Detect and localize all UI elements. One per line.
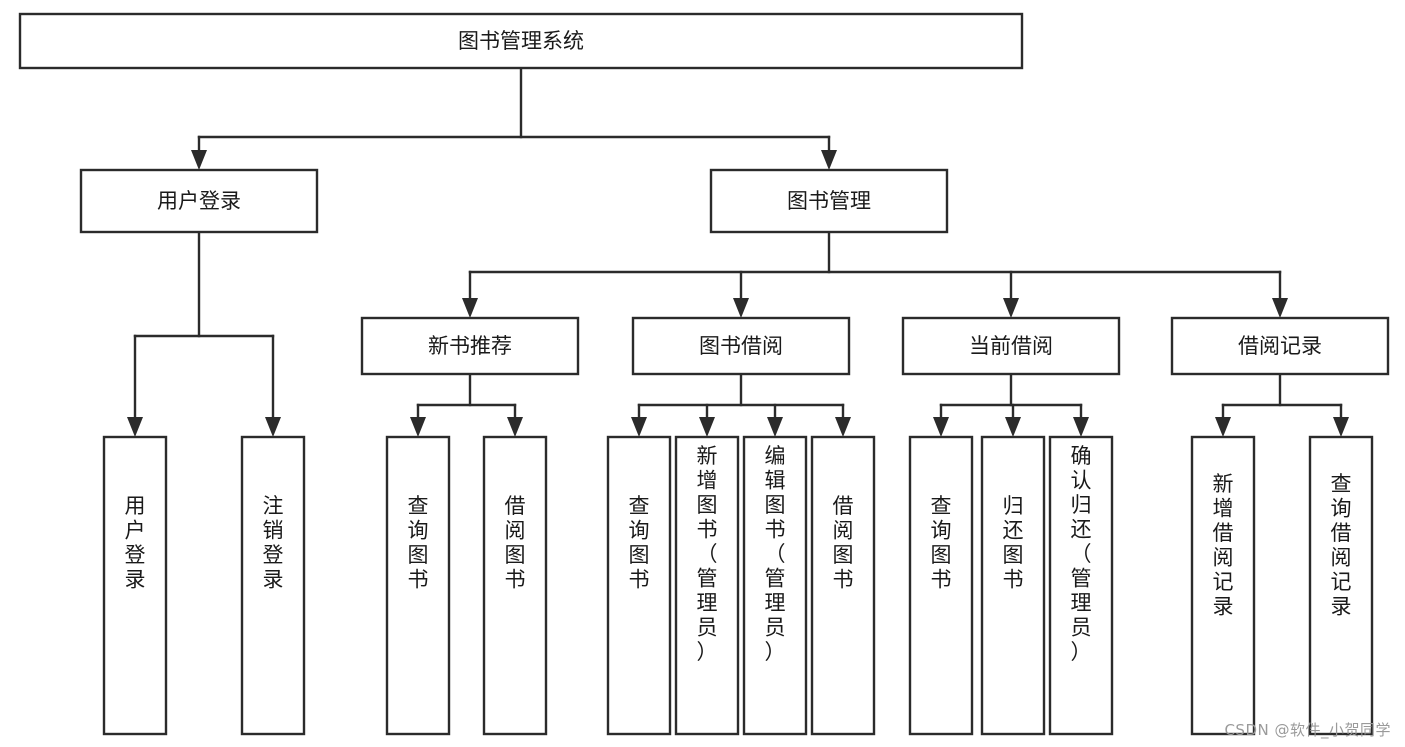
node-label-book-borrow: 图书借阅 bbox=[699, 334, 783, 358]
node-borrow-record[interactable]: 借阅记录 bbox=[1170, 316, 1390, 376]
node-box-leaf-return-book[interactable] bbox=[980, 435, 1046, 736]
watermark-text: CSDN @软件_小贺同学 bbox=[1224, 721, 1391, 739]
node-box-leaf-add-book-admin[interactable] bbox=[674, 435, 740, 736]
node-leaf-query-book-cb[interactable]: 查询图书 bbox=[908, 435, 974, 736]
node-label-leaf-query-borrow-record: 查询借阅记录 bbox=[1331, 472, 1352, 619]
node-label-leaf-user-login: 用户登录 bbox=[125, 494, 146, 592]
node-label-borrow-record: 借阅记录 bbox=[1238, 334, 1322, 358]
node-book-management[interactable]: 图书管理 bbox=[709, 168, 949, 234]
node-label-root-system: 图书管理系统 bbox=[458, 29, 584, 53]
node-box-leaf-confirm-return-admin[interactable] bbox=[1048, 435, 1114, 736]
node-box-borrow-record[interactable] bbox=[1170, 316, 1390, 376]
node-user-login[interactable]: 用户登录 bbox=[79, 168, 319, 234]
node-root-system[interactable]: 图书管理系统 bbox=[18, 12, 1024, 70]
node-box-leaf-edit-book-admin[interactable] bbox=[742, 435, 808, 736]
arrow-head-bm-4 bbox=[1272, 298, 1288, 318]
node-box-leaf-logout[interactable] bbox=[240, 435, 306, 736]
arrow-head-br-1 bbox=[631, 417, 647, 437]
node-leaf-query-book-br[interactable]: 查询图书 bbox=[606, 435, 672, 736]
node-label-leaf-borrow-book-nb: 借阅图书 bbox=[505, 494, 526, 592]
node-label-leaf-query-book-br: 查询图书 bbox=[629, 494, 650, 592]
node-leaf-edit-book-admin[interactable]: 编辑图书（管理员） bbox=[742, 435, 808, 736]
arrow-head-nb-2 bbox=[507, 417, 523, 437]
arrow-head-ul-2 bbox=[265, 417, 281, 437]
node-box-leaf-borrow-book-nb[interactable] bbox=[482, 435, 548, 736]
node-box-leaf-query-borrow-record[interactable] bbox=[1308, 435, 1374, 736]
arrow-head-cb-3 bbox=[1073, 417, 1089, 437]
connector-group-borrow-record bbox=[1215, 372, 1349, 437]
arrow-head-brr-1 bbox=[1215, 417, 1231, 437]
arrow-head-br-2 bbox=[699, 417, 715, 437]
arrow-head-root-1 bbox=[191, 150, 207, 170]
arrow-head-brr-2 bbox=[1333, 417, 1349, 437]
node-label-leaf-add-borrow-record: 新增借阅记录 bbox=[1213, 472, 1234, 619]
arrow-head-br-4 bbox=[835, 417, 851, 437]
node-label-leaf-confirm-return-admin: 确认归还（管理员） bbox=[1071, 444, 1092, 664]
node-leaf-borrow-book-nb[interactable]: 借阅图书 bbox=[482, 435, 548, 736]
node-leaf-borrow-book-br[interactable]: 借阅图书 bbox=[810, 435, 876, 736]
arrow-head-nb-1 bbox=[410, 417, 426, 437]
node-label-leaf-add-book-admin: 新增图书（管理员） bbox=[697, 444, 718, 664]
node-leaf-logout[interactable]: 注销登录 bbox=[240, 435, 306, 736]
node-leaf-add-book-admin[interactable]: 新增图书（管理员） bbox=[674, 435, 740, 736]
node-box-root-system[interactable] bbox=[18, 12, 1024, 70]
node-label-leaf-query-book-cb: 查询图书 bbox=[931, 494, 952, 592]
connector-group-new-book bbox=[410, 372, 523, 437]
node-box-new-book-recommend[interactable] bbox=[360, 316, 580, 376]
node-label-leaf-borrow-book-br: 借阅图书 bbox=[833, 494, 854, 592]
node-leaf-query-book-nb[interactable]: 查询图书 bbox=[385, 435, 451, 736]
connector-group-book-mgmt bbox=[462, 230, 1288, 318]
node-leaf-return-book[interactable]: 归还图书 bbox=[980, 435, 1046, 736]
node-leaf-add-borrow-record[interactable]: 新增借阅记录 bbox=[1190, 435, 1256, 736]
node-leaf-confirm-return-admin[interactable]: 确认归还（管理员） bbox=[1048, 435, 1114, 736]
node-box-leaf-add-borrow-record[interactable] bbox=[1190, 435, 1256, 736]
node-label-current-borrow: 当前借阅 bbox=[969, 334, 1053, 358]
arrow-head-bm-3 bbox=[1003, 298, 1019, 318]
arrow-head-root-2 bbox=[821, 150, 837, 170]
node-current-borrow[interactable]: 当前借阅 bbox=[901, 316, 1121, 376]
node-label-leaf-logout: 注销登录 bbox=[263, 494, 284, 592]
node-box-leaf-borrow-book-br[interactable] bbox=[810, 435, 876, 736]
node-box-current-borrow[interactable] bbox=[901, 316, 1121, 376]
node-box-leaf-query-book-nb[interactable] bbox=[385, 435, 451, 736]
node-box-user-login[interactable] bbox=[79, 168, 319, 234]
arrow-head-cb-1 bbox=[933, 417, 949, 437]
connector-group-current-borrow bbox=[933, 372, 1089, 437]
node-box-leaf-user-login[interactable] bbox=[102, 435, 168, 736]
node-box-leaf-query-book-br[interactable] bbox=[606, 435, 672, 736]
arrow-head-br-3 bbox=[767, 417, 783, 437]
connector-group-borrow bbox=[631, 372, 851, 437]
node-box-leaf-query-book-cb[interactable] bbox=[908, 435, 974, 736]
node-box-book-management[interactable] bbox=[709, 168, 949, 234]
node-label-new-book-recommend: 新书推荐 bbox=[428, 334, 512, 358]
node-label-leaf-return-book: 归还图书 bbox=[1003, 494, 1024, 592]
node-label-leaf-edit-book-admin: 编辑图书（管理员） bbox=[765, 444, 786, 664]
connector-group-user-login bbox=[127, 230, 281, 437]
arrow-head-cb-2 bbox=[1005, 417, 1021, 437]
node-box-book-borrow[interactable] bbox=[631, 316, 851, 376]
node-book-borrow[interactable]: 图书借阅 bbox=[631, 316, 851, 376]
arrow-head-ul-1 bbox=[127, 417, 143, 437]
connector-group-root bbox=[191, 66, 837, 170]
node-new-book-recommend[interactable]: 新书推荐 bbox=[360, 316, 580, 376]
node-label-user-login: 用户登录 bbox=[157, 189, 241, 213]
arrow-head-bm-1 bbox=[462, 298, 478, 318]
node-label-leaf-query-book-nb: 查询图书 bbox=[408, 494, 429, 592]
node-leaf-user-login[interactable]: 用户登录 bbox=[102, 435, 168, 736]
arrow-head-bm-2 bbox=[733, 298, 749, 318]
node-label-book-management: 图书管理 bbox=[787, 189, 871, 213]
node-leaf-query-borrow-record[interactable]: 查询借阅记录 bbox=[1308, 435, 1374, 736]
